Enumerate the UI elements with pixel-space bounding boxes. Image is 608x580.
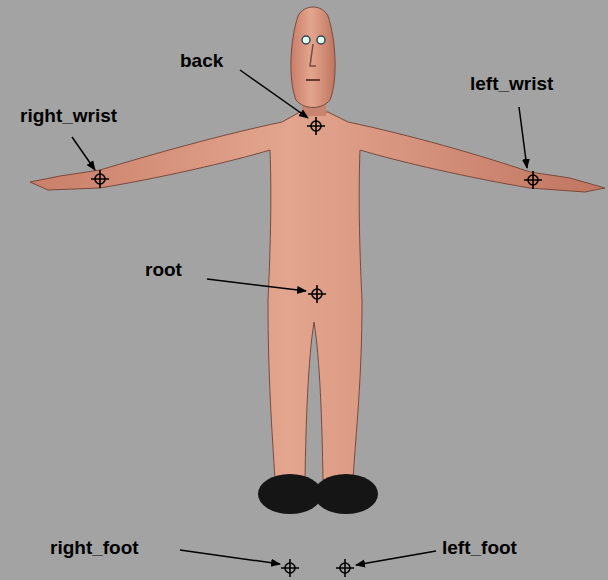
joint-label: back (180, 51, 223, 70)
joint-label: right_foot (50, 538, 139, 557)
joint-label: left_wrist (470, 74, 553, 93)
joint-label: root (145, 260, 182, 279)
joint-markers (91, 117, 542, 577)
joint-label: left_foot (442, 538, 517, 557)
body-figure (30, 7, 605, 514)
joint-label: right_wrist (20, 106, 117, 125)
leader-arrows (72, 70, 527, 565)
